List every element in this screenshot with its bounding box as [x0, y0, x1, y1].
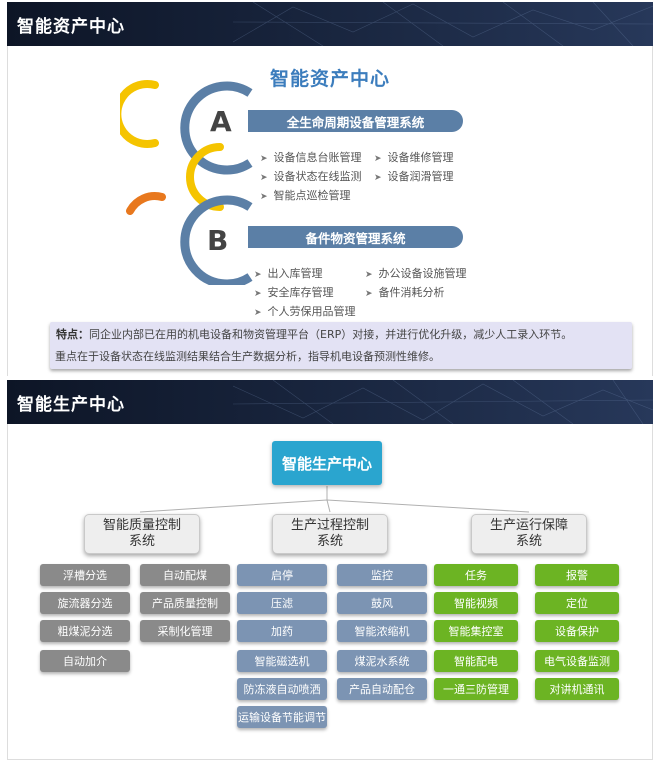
feature-item: ➤设备信息台账管理	[260, 151, 362, 164]
lifecycle-system-bar: 全生命周期设备管理系统	[248, 110, 463, 132]
letter-b: B	[207, 224, 229, 257]
support-item: 定位	[535, 592, 619, 614]
process-item: 加药	[237, 620, 327, 642]
process-item: 智能浓缩机	[337, 620, 427, 642]
quality-item: 采制化管理	[140, 620, 230, 642]
banner-network-pattern	[233, 2, 653, 46]
support-item: 报警	[535, 564, 619, 586]
support-item: 对讲机通讯	[535, 678, 619, 700]
support-item: 智能配电	[434, 650, 518, 672]
production-center-banner: 智能生产中心	[7, 380, 653, 424]
quality-item: 自动加介	[40, 650, 130, 672]
feature-item: ➤设备润滑管理	[374, 170, 454, 183]
note-label: 特点：	[56, 328, 89, 341]
category-quality-control: 智能质量控制系统	[84, 514, 200, 554]
feature-item: ➤个人劳保用品管理	[254, 305, 356, 318]
support-item: 任务	[434, 564, 518, 586]
category-process-control: 生产过程控制系统	[272, 514, 388, 554]
process-item: 压滤	[237, 592, 327, 614]
process-item: 监控	[337, 564, 427, 586]
asset-center-panel	[7, 46, 653, 376]
quality-item: 产品质量控制	[140, 592, 230, 614]
feature-item: ➤出入库管理	[254, 267, 323, 280]
process-item: 煤泥水系统	[337, 650, 427, 672]
feature-item: ➤安全库存管理	[254, 286, 334, 299]
category-operation-support: 生产运行保障系统	[471, 514, 587, 554]
feature-item: ➤智能点巡检管理	[260, 189, 351, 202]
quality-item: 旋流器分选	[40, 592, 130, 614]
support-item: 智能视频	[434, 592, 518, 614]
feature-item: ➤设备状态在线监测	[260, 170, 362, 183]
feature-item: ➤设备维修管理	[374, 151, 454, 164]
quality-item: 自动配煤	[140, 564, 230, 586]
support-item: 电气设备监测	[535, 650, 619, 672]
quality-item: 粗煤泥分选	[40, 620, 130, 642]
support-item: 智能集控室	[434, 620, 518, 642]
asset-diagram-title: 智能资产中心	[270, 68, 391, 90]
asset-center-banner: 智能资产中心	[7, 2, 653, 46]
process-item: 产品自动配仓	[337, 678, 427, 700]
feature-item: ➤办公设备设施管理	[365, 267, 467, 280]
support-item: 一通三防管理	[434, 678, 518, 700]
process-item: 运输设备节能调节	[237, 706, 327, 728]
feature-item: ➤备件消耗分析	[365, 286, 445, 299]
production-center-banner-title: 智能生产中心	[17, 395, 125, 415]
process-item: 防冻液自动喷洒	[237, 678, 327, 700]
banner-network-pattern	[233, 380, 653, 424]
process-item: 启停	[237, 564, 327, 586]
ring-decoration	[120, 80, 253, 285]
note-line1: 同企业内部已在用的机电设备和物资管理平台（ERP）对接，并进行优化升级，减少人工…	[89, 328, 573, 341]
note-line2: 重点在于设备状态在线监测结果结合生产数据分析，指导机电设备预测性维修。	[55, 350, 440, 363]
production-root-node: 智能生产中心	[272, 441, 382, 485]
process-item: 智能磁选机	[237, 650, 327, 672]
asset-center-banner-title: 智能资产中心	[17, 17, 125, 37]
quality-item: 浮槽分选	[40, 564, 130, 586]
support-item: 设备保护	[535, 620, 619, 642]
letter-a: A	[210, 105, 232, 138]
process-item: 鼓风	[337, 592, 427, 614]
spare-parts-system-bar: 备件物资管理系统	[248, 226, 463, 248]
feature-note: 特点：同企业内部已在用的机电设备和物资管理平台（ERP）对接，并进行优化升级，减…	[50, 322, 632, 369]
